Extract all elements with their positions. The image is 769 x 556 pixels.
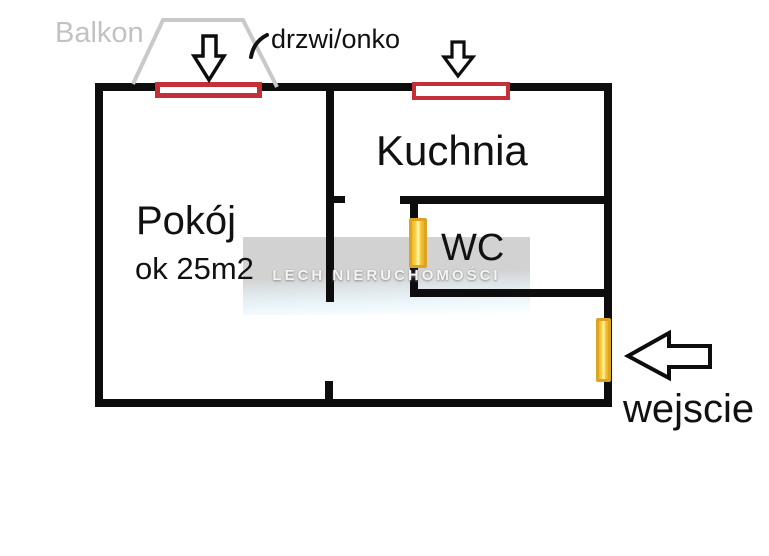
wall-outer-bottom (95, 399, 612, 407)
wall-outer-left (95, 83, 103, 407)
watermark-text: LECH NIERUCHOMOŚCI (272, 267, 501, 284)
window-kuchnia (412, 82, 510, 100)
wall-kitchen-wc (400, 196, 604, 204)
wall-kitchen-door-stub (334, 196, 345, 203)
wc-label: WC (441, 227, 505, 269)
wall-pokoj-kuchnia-divider (326, 83, 334, 302)
label-leader-curve (249, 33, 269, 59)
wall-outer-right (604, 83, 612, 407)
wejscie-label: wejscie (623, 387, 755, 431)
down-arrow-icon-pokoj-window (190, 34, 228, 84)
pokoj-area-label: ok 25m2 (135, 251, 254, 286)
kuchnia-label: Kuchnia (376, 127, 528, 174)
down-arrow-icon-kitchen-window (440, 40, 477, 79)
wall-outer-top (95, 83, 612, 91)
wall-hallway-stub (325, 381, 333, 399)
pokoj-label: Pokój (136, 199, 237, 243)
entrance-arrow-icon (623, 329, 712, 382)
watermark-band (243, 237, 530, 315)
balcony-outline (131, 18, 279, 88)
wall-wc-bottom (410, 289, 604, 297)
balkon-label: Balkon (55, 17, 144, 49)
door-window-label: drzwi/onko (271, 24, 401, 54)
entrance-door (596, 318, 611, 382)
wc-door (409, 218, 427, 268)
window-pokoj (155, 82, 262, 98)
